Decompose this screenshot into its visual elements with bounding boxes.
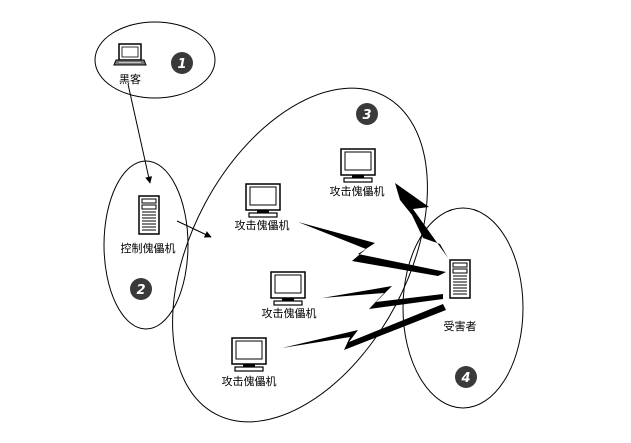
- zone-badge-4: 4: [455, 366, 477, 388]
- victim-label: 受害者: [444, 319, 477, 333]
- attack-bolt-mid: [322, 286, 443, 309]
- svg-text:2: 2: [136, 283, 145, 298]
- controller-label: 控制傀儡机: [121, 241, 176, 255]
- svg-text:4: 4: [460, 371, 470, 386]
- attack-bolt-upper: [298, 222, 446, 276]
- monitor-icon: [340, 148, 376, 183]
- zombie-low-label: 攻击傀儡机: [222, 374, 277, 388]
- zombie-mid-label: 攻击傀儡机: [262, 306, 317, 320]
- svg-text:1: 1: [177, 57, 186, 72]
- hacker-label: 黑客: [119, 72, 141, 86]
- attack-bolt-low: [282, 304, 446, 350]
- zone-2-ellipse: [103, 160, 189, 330]
- zone-badge-3: 3: [356, 103, 378, 125]
- attack-bolt-top: [395, 183, 448, 258]
- server-icon: [138, 195, 160, 235]
- monitor-icon: [245, 183, 281, 218]
- server-icon: [449, 259, 471, 299]
- zombie-upper-label: 攻击傀儡机: [235, 218, 290, 232]
- zone-badge-2: 2: [130, 278, 152, 300]
- laptop-icon: [113, 43, 147, 66]
- zone-1-ellipse: [94, 21, 216, 99]
- monitor-icon: [270, 271, 306, 306]
- monitor-icon: [231, 337, 267, 372]
- zombie-top-label: 攻击傀儡机: [330, 184, 385, 198]
- hacker-to-controller-arrow: [127, 83, 153, 184]
- zone-badge-1: 1: [171, 52, 193, 74]
- zone-3-ellipse: [172, 87, 428, 423]
- controller-to-zombie-arrow: [176, 220, 212, 238]
- zone-4-ellipse: [402, 207, 524, 409]
- svg-text:3: 3: [362, 108, 371, 123]
